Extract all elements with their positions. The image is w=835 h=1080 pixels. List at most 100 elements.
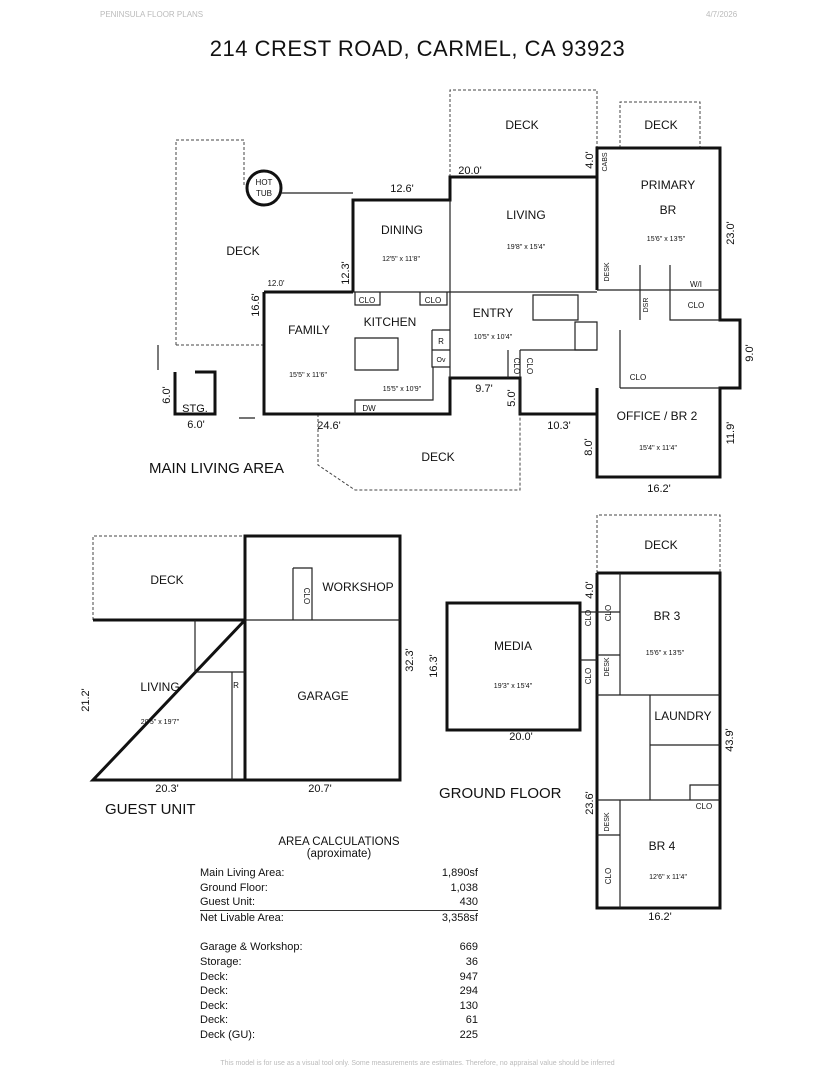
desk-label: DESK [604,812,611,831]
clo-label: CLO [302,588,311,604]
room-size: 15'6" x 13'5" [647,236,686,243]
dimension: 21.2' [80,688,92,712]
clo-label: CLO [584,668,593,684]
room-size: 12'6" x 11'4" [649,874,687,881]
area-label: Guest Unit: [200,896,256,909]
dimension: 6.0' [161,386,173,403]
deck-label: DECK [150,573,183,587]
room-kitchen: KITCHEN [364,315,417,329]
dimension: 12.6' [390,183,414,195]
area-row: Deck:130 [200,999,478,1014]
room-size: 15'5" x 11'6" [289,372,327,379]
dimension: 43.9' [724,728,736,752]
desk-label: DESK [604,262,611,281]
area-row: Main Living Area:1,890sf [200,866,478,881]
clo-label: CLO [525,358,534,374]
clo-label: CLO [630,373,646,382]
area-value: 36 [465,955,478,968]
room-size: 20'5" x 19'7" [141,719,180,726]
area-row: Garage & Workshop:669 [200,940,478,955]
area-row: Storage: 36 [200,955,478,970]
room-family: FAMILY [288,323,330,337]
disclaimer: This model is for use as a visual tool o… [220,1060,615,1067]
deck-label: DECK [505,118,538,132]
area-value: 1,038 [450,881,478,894]
area-row: Deck (GU):225 [200,1028,478,1043]
room-size: 10'5" x 10'4" [474,334,513,341]
dimension: 32.3' [404,648,416,672]
ground-floor [445,514,722,910]
room-size: 15'5" x 10'9" [383,386,422,393]
dimension: 4.0' [584,151,596,168]
clo-label: CLO [584,610,593,626]
area-row: Deck:947 [200,970,478,985]
room-laundry: LAUNDRY [654,709,711,723]
dimension: 6.0' [187,419,204,431]
dimension: 5.0' [506,389,518,406]
hot-tub-label: HOT [256,178,273,187]
area-row: Deck: 61 [200,1013,478,1028]
room-office: OFFICE / BR 2 [617,409,698,423]
clo-label: CLO [512,358,521,374]
dsr-label: DSR [643,298,650,313]
room-dining: DINING [381,223,423,237]
cabs-label: CABS [602,152,609,171]
area-label: Ground Floor: [200,881,268,894]
area-row: Guest Unit: 430 [200,895,478,911]
section-label-ground: GROUND FLOOR [439,785,562,802]
area-value: 947 [459,970,478,983]
dimension: 20.3' [155,783,179,795]
clo-label: CLO [604,605,613,621]
guest-unit [89,534,402,782]
hot-tub [245,169,283,207]
deck-label: DECK [226,244,259,258]
wi-label: W/I [690,280,702,289]
area-value: 61 [465,1014,478,1027]
clo-label: CLO [425,296,441,305]
room-living: LIVING [506,208,545,222]
dimension: 4.0' [584,581,596,598]
hot-tub-label: TUB [256,189,272,198]
area-label: Storage: [200,955,242,968]
dimension: 23.0' [725,221,737,245]
dishwasher-label: DW [362,404,376,413]
deck-label: DECK [421,450,454,464]
dimension: 20.0' [458,165,482,177]
section-label-main: MAIN LIVING AREA [149,460,284,477]
room-primary: PRIMARY [641,178,695,192]
desk-label: DESK [604,657,611,676]
area-label: Deck: [200,999,229,1012]
dimension: 20.7' [308,783,332,795]
area-label: Net Livable Area: [200,911,284,924]
area-value: 430 [459,896,478,909]
room-br4: BR 4 [649,839,676,853]
area-label: Deck: [200,1014,229,1027]
room-garage: GARAGE [297,689,348,703]
area-calculations: AREA CALCULATIONS (aproximate) Main Livi… [200,836,478,1043]
area-title: AREA CALCULATIONS [278,836,400,848]
dimension: 16.3' [428,654,440,678]
area-subtitle: (aproximate) [306,848,372,860]
area-row: Net Livable Area:3,358sf [200,911,478,926]
dimension: 20.0' [509,731,533,743]
dimension: 16.2' [647,483,671,495]
dimension: 12.0' [267,279,285,288]
dimension: 9.0' [744,344,756,361]
room-size: 15'4" x 11'4" [639,445,677,452]
clo-label: CLO [688,301,704,310]
room-size: 19'3" x 15'4" [494,683,533,690]
oven-label: Ov [437,357,446,364]
dimension: 16.6' [250,293,262,317]
date: 4/7/2026 [706,10,738,19]
refrigerator-label: R [233,681,239,690]
refrigerator-label: R [438,337,444,346]
area-row: Ground Floor: 1,038 [200,881,478,896]
deck-label: DECK [644,538,677,552]
dimension: 8.0' [583,438,595,455]
company-name: PENINSULA FLOOR PLANS [100,10,204,19]
section-label-guest: GUEST UNIT [105,801,196,818]
room-living: LIVING [140,680,179,694]
clo-label: CLO [359,296,375,305]
room-size: 15'6" x 13'5" [646,650,685,657]
